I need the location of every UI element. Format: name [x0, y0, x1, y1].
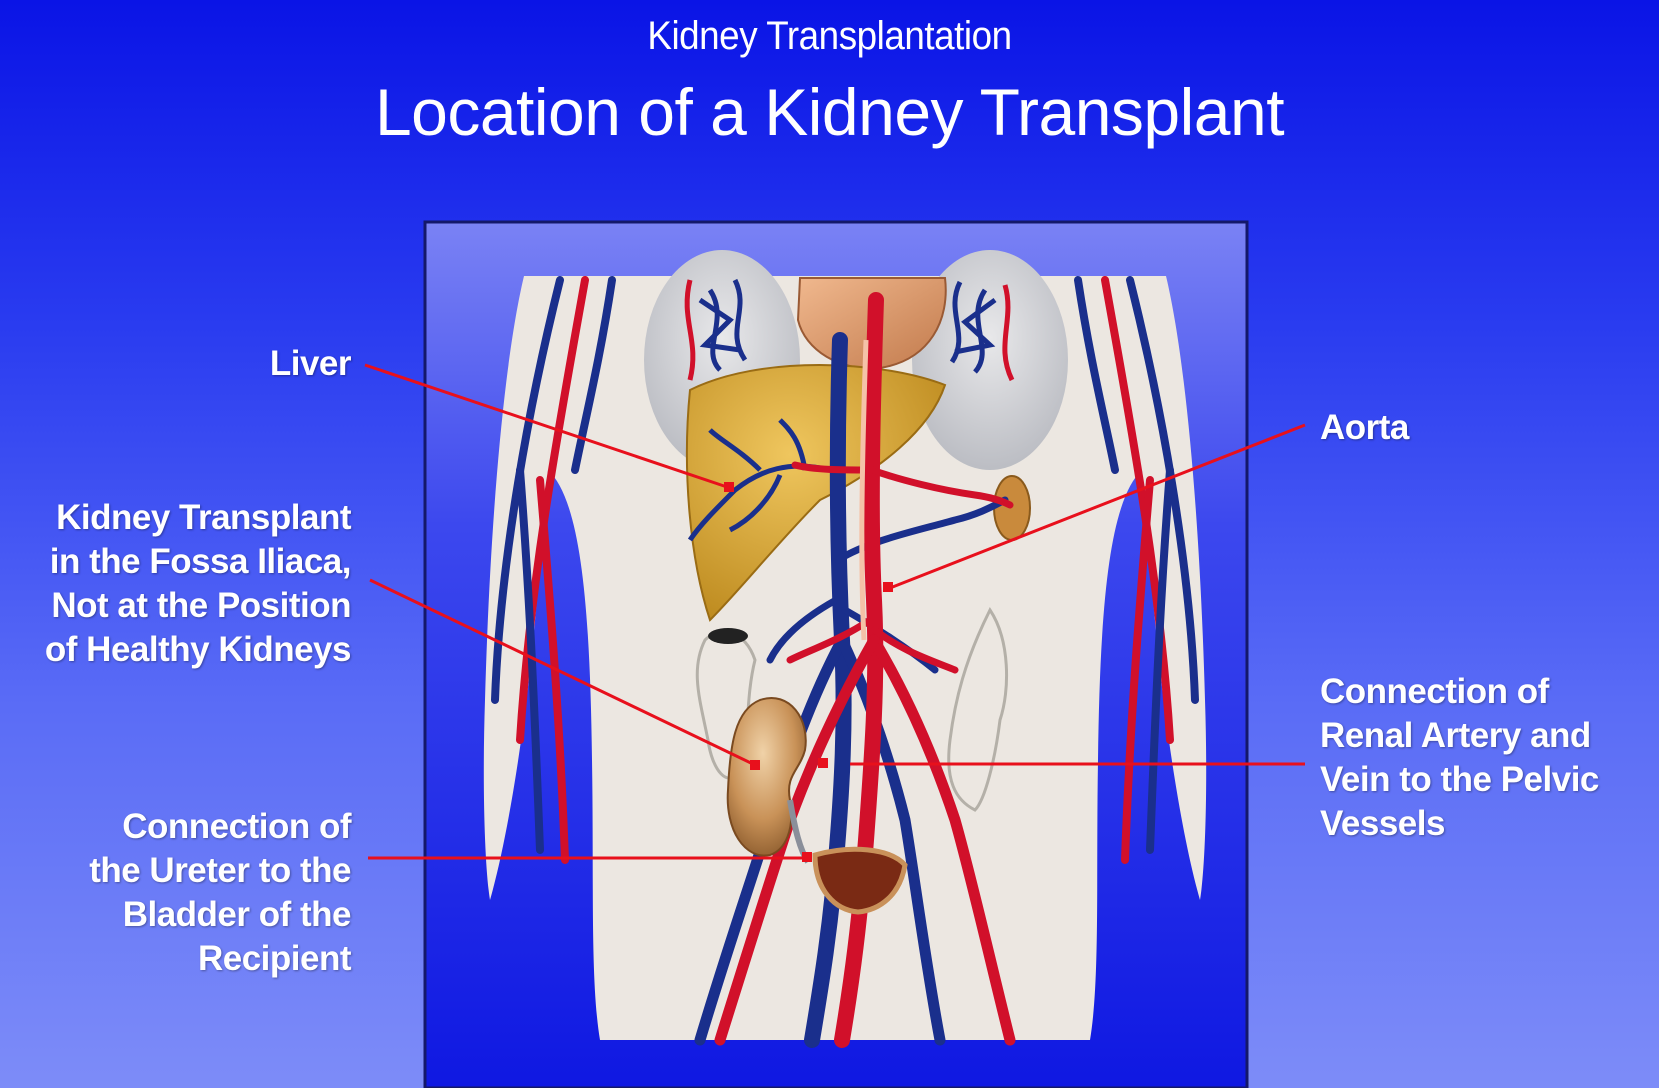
label-vessel-connection: Connection of Renal Artery and Vein to t… — [1320, 670, 1599, 846]
label-liver-text: Liver — [270, 342, 351, 386]
label-line: Kidney Transplant — [45, 496, 351, 540]
spleen — [994, 476, 1030, 540]
label-aorta: Aorta — [1320, 406, 1409, 450]
colon-opening — [708, 628, 748, 644]
label-line: Connection of — [89, 805, 351, 849]
label-line: the Ureter to the — [89, 849, 351, 893]
label-line: Connection of — [1320, 670, 1599, 714]
label-line: Vein to the Pelvic — [1320, 758, 1599, 802]
label-liver: Liver — [270, 342, 351, 386]
label-line: of Healthy Kidneys — [45, 628, 351, 672]
label-aorta-text: Aorta — [1320, 406, 1409, 450]
label-line: in the Fossa Iliaca, — [45, 540, 351, 584]
label-line: Renal Artery and — [1320, 714, 1599, 758]
label-kidney-transplant: Kidney Transplant in the Fossa Iliaca, N… — [45, 496, 351, 672]
label-line: Recipient — [89, 937, 351, 981]
label-line: Not at the Position — [45, 584, 351, 628]
label-line: Bladder of the — [89, 893, 351, 937]
label-ureter-connection: Connection of the Ureter to the Bladder … — [89, 805, 351, 981]
label-line: Vessels — [1320, 802, 1599, 846]
